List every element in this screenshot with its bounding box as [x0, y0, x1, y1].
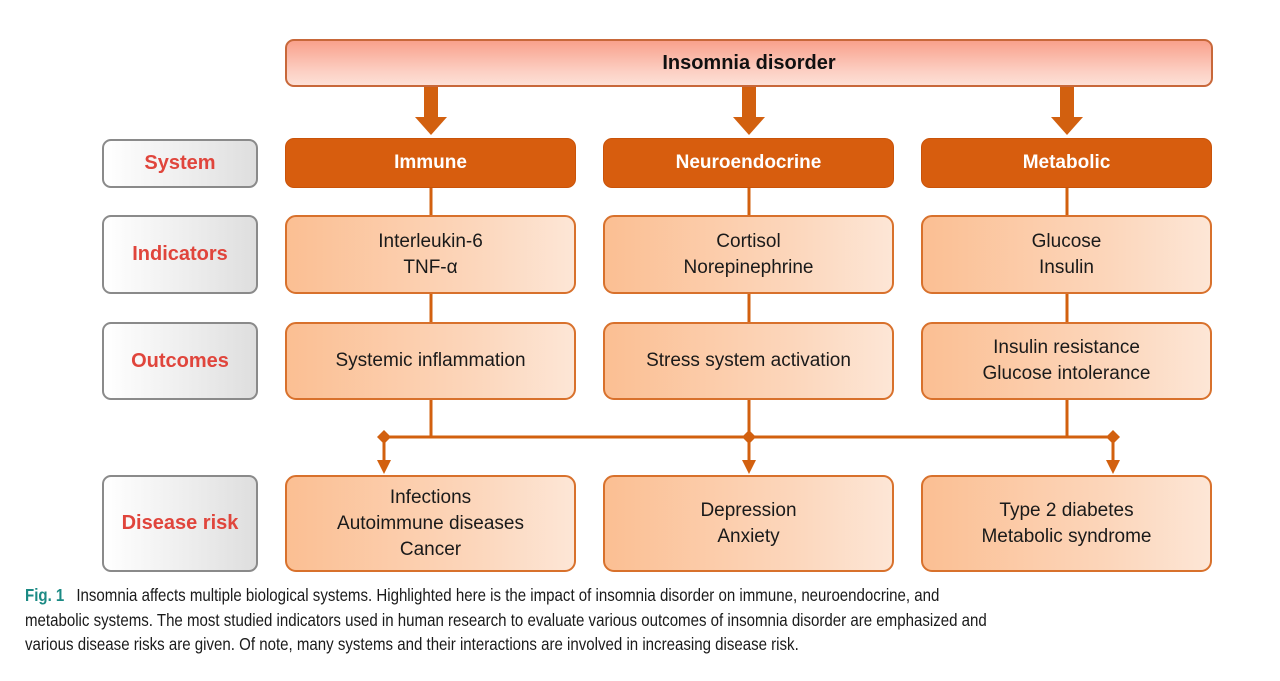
indicator-item: Cortisol	[716, 230, 781, 252]
root-node-label: Insomnia disorder	[662, 51, 836, 74]
row-label-indicators-text: Indicators	[132, 243, 228, 265]
disease-risk-item: Anxiety	[717, 525, 780, 547]
figure-caption: Fig. 1 Insomnia affects multiple biologic…	[25, 583, 1263, 657]
junction-diamond-right	[1106, 430, 1120, 444]
row-label-outcomes: Outcomes	[102, 322, 258, 400]
row-label-disease-risk: Disease risk	[102, 475, 258, 572]
junction-diamond-center	[742, 430, 756, 444]
indicator-item: Insulin	[1039, 256, 1094, 278]
row-label-system-text: System	[144, 152, 216, 174]
outcome-item: Insulin resistance	[993, 337, 1140, 358]
junction-diamond-left	[377, 430, 391, 444]
caption-line-3: various disease risks are given. Of note…	[25, 634, 799, 654]
system-node-neuroendocrine: Neuroendocrine	[603, 138, 894, 188]
arrow-root-to-immune	[415, 87, 447, 135]
disease-risk-item: Depression	[700, 499, 797, 521]
system-label: Neuroendocrine	[675, 152, 822, 173]
disease-risk-node-neuroendocrine: Depression Anxiety	[603, 475, 894, 572]
indicators-node-immune: Interleukin-6 TNF-α	[285, 215, 576, 294]
arrowhead-metab-risk	[1106, 460, 1120, 474]
outcome-item: Glucose intolerance	[982, 363, 1151, 384]
arrowhead-immune-risk	[377, 460, 391, 474]
caption-line-2: metabolic systems. The most studied indi…	[25, 609, 987, 630]
arrow-root-to-metabolic	[1051, 87, 1083, 135]
disease-risk-item: Metabolic syndrome	[981, 525, 1152, 547]
disease-risk-item: Cancer	[399, 538, 462, 560]
disease-risk-item: Type 2 diabetes	[999, 499, 1134, 521]
row-label-disease-risk-text: Disease risk	[121, 512, 239, 534]
system-node-metabolic: Metabolic	[921, 138, 1212, 188]
disease-risk-item: Autoimmune diseases	[337, 512, 524, 534]
row-label-indicators: Indicators	[102, 215, 258, 294]
outcome-item: Stress system activation	[646, 350, 851, 371]
disease-risk-item: Infections	[389, 486, 472, 508]
disease-risk-node-metabolic: Type 2 diabetes Metabolic syndrome	[921, 475, 1212, 572]
row-label-system: System	[102, 139, 258, 188]
outcomes-node-neuroendocrine: Stress system activation	[603, 322, 894, 400]
system-node-immune: Immune	[285, 138, 576, 188]
disease-risk-node-immune: Infections Autoimmune diseases Cancer	[285, 475, 576, 572]
root-node-insomnia-disorder: Insomnia disorder	[285, 39, 1213, 87]
arrowhead-neuro-risk	[742, 460, 756, 474]
row-label-outcomes-text: Outcomes	[131, 349, 229, 372]
caption-text: Insomnia affects multiple biological sys…	[76, 585, 940, 605]
indicator-item: Norepinephrine	[683, 256, 814, 278]
indicators-node-neuroendocrine: Cortisol Norepinephrine	[603, 215, 894, 294]
indicators-node-metabolic: Glucose Insulin	[921, 215, 1212, 294]
outcomes-node-immune: Systemic inflammation	[285, 322, 576, 400]
system-label: Metabolic	[1022, 152, 1111, 173]
indicator-item: Glucose	[1031, 230, 1102, 252]
indicator-item: TNF-α	[403, 256, 458, 278]
outcome-item: Systemic inflammation	[335, 350, 526, 371]
arrow-root-to-neuroendocrine	[733, 87, 765, 135]
figure-label: Fig. 1	[25, 585, 65, 605]
outcomes-node-metabolic: Insulin resistance Glucose intolerance	[921, 322, 1212, 400]
indicator-item: Interleukin-6	[378, 230, 483, 252]
system-label: Immune	[394, 152, 467, 173]
caption-line-1: Fig. 1 Insomnia affects multiple biologic…	[25, 583, 1263, 608]
